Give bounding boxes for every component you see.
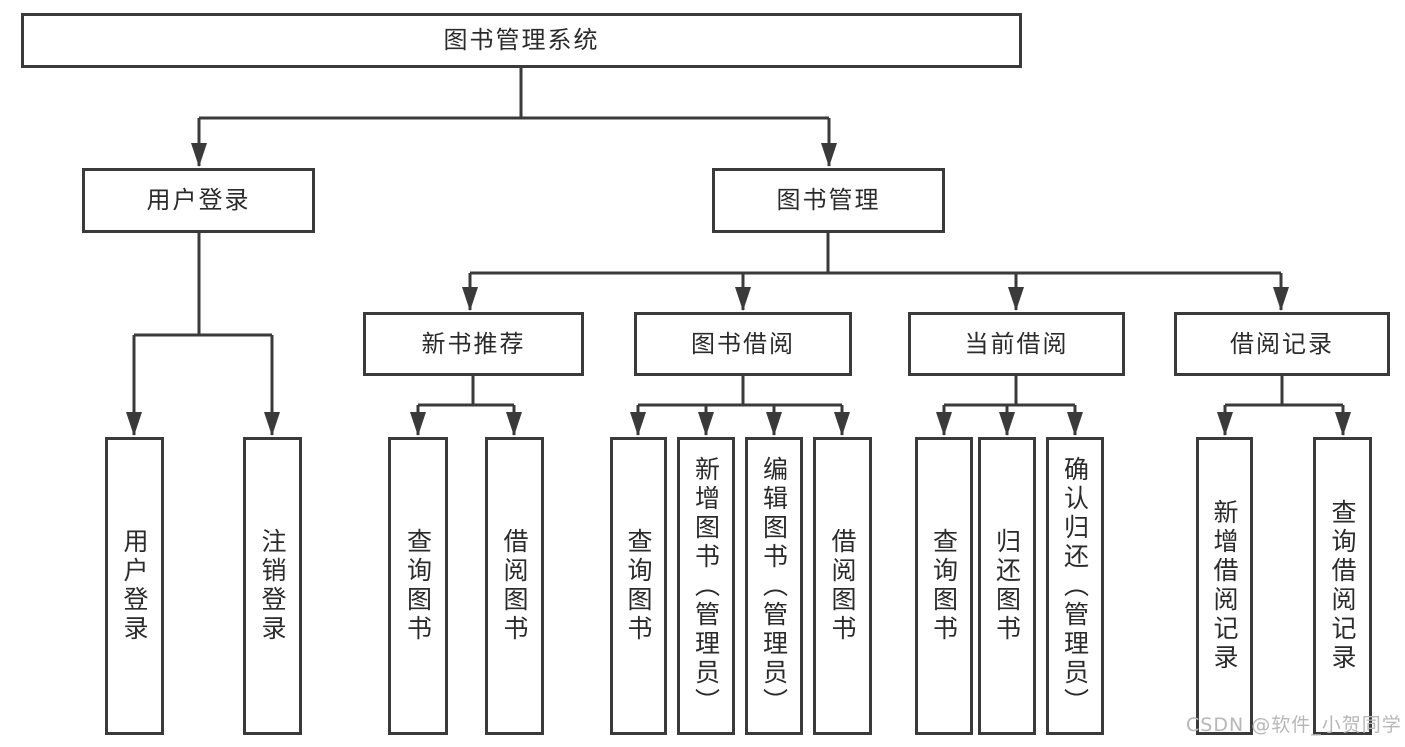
node-leaf-query-books-1: 查询图书 [388,437,448,735]
node-leaf-edit-books-admin: 编辑图书（管理员） [745,437,803,735]
node-book-borrowing: 图书借阅 [634,312,852,376]
node-leaf-borrow-books-2: 借阅图书 [813,437,872,735]
node-current-borrowing: 当前借阅 [908,312,1125,376]
node-leaf-confirm-return: 确认归还（管理员） [1046,437,1104,735]
node-leaf-logout: 注销登录 [243,437,302,735]
node-user-login: 用户登录 [82,168,315,233]
node-root-system: 图书管理系统 [21,13,1022,68]
node-leaf-borrow-books-1: 借阅图书 [485,437,544,735]
node-borrowing-records: 借阅记录 [1174,312,1390,376]
node-leaf-return-books: 归还图书 [978,437,1036,735]
node-leaf-query-books-3: 查询图书 [915,437,973,735]
node-leaf-query-books-2: 查询图书 [610,437,667,735]
node-book-management: 图书管理 [712,168,945,233]
node-leaf-user-login: 用户登录 [105,437,164,735]
node-new-book-recommend: 新书推荐 [363,312,584,376]
node-leaf-query-borrow-rec: 查询借阅记录 [1313,437,1372,735]
node-leaf-add-borrow-rec: 新增借阅记录 [1196,437,1253,735]
node-leaf-add-books-admin: 新增图书（管理员） [677,437,735,735]
watermark-text: CSDN @软件_小贺同学 [1186,714,1402,736]
